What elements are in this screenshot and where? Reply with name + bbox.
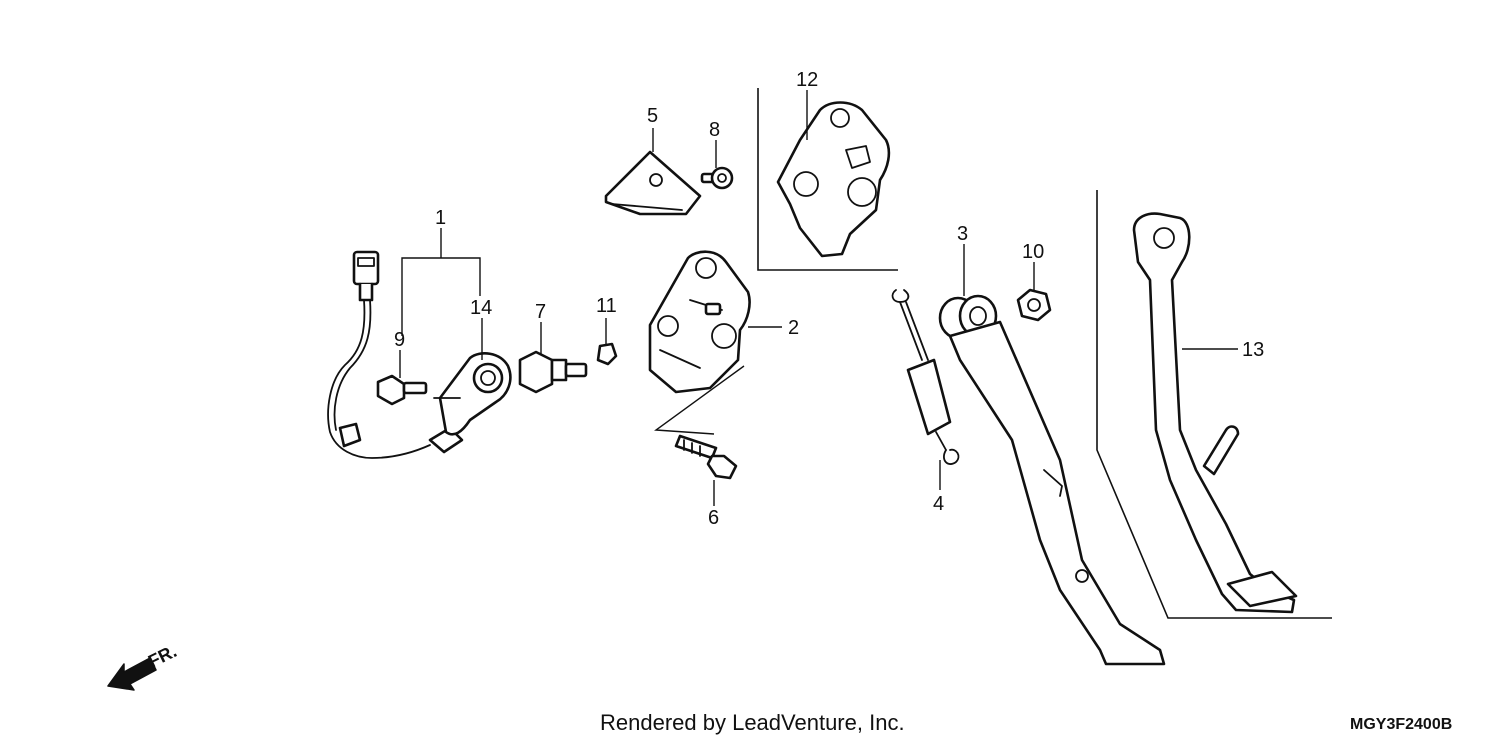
front-direction-indicator: FR. bbox=[107, 641, 180, 691]
callout-9: 9 bbox=[394, 329, 405, 351]
callout-8: 8 bbox=[709, 119, 720, 141]
callout-2: 2 bbox=[788, 317, 799, 339]
callout-6: 6 bbox=[708, 507, 719, 529]
diagram-code: MGY3F2400B bbox=[1350, 716, 1453, 733]
front-arrow-icon bbox=[107, 657, 157, 691]
part-7-pivot-bolt[interactable] bbox=[518, 350, 588, 394]
part-13-main-stand[interactable] bbox=[1096, 190, 1332, 619]
callout-12: 12 bbox=[796, 69, 818, 91]
part-3-side-stand[interactable] bbox=[938, 294, 1166, 666]
part-11-clip[interactable] bbox=[596, 342, 618, 366]
part-9-bolt[interactable] bbox=[376, 374, 428, 406]
part-8-bolt[interactable] bbox=[700, 166, 734, 190]
callout-14: 14 bbox=[470, 297, 492, 319]
part-4-spring[interactable] bbox=[891, 289, 960, 465]
leader-lines bbox=[399, 90, 1238, 506]
callout-13: 13 bbox=[1242, 339, 1264, 361]
callout-10: 10 bbox=[1022, 241, 1044, 263]
part-1-switch-harness[interactable] bbox=[327, 250, 464, 459]
callout-7: 7 bbox=[535, 301, 546, 323]
part-14-side-stand-switch[interactable] bbox=[433, 352, 512, 436]
callout-5: 5 bbox=[647, 105, 658, 127]
render-credit: Rendered by LeadVenture, Inc. bbox=[600, 710, 905, 735]
part-12-bracket[interactable] bbox=[757, 88, 898, 271]
callout-11: 11 bbox=[596, 295, 617, 317]
callouts: 1 2 3 4 5 6 7 8 9 10 11 12 13 14 bbox=[394, 69, 1264, 529]
part-2-bracket[interactable] bbox=[648, 250, 751, 394]
callout-4: 4 bbox=[933, 493, 944, 515]
callout-3: 3 bbox=[957, 223, 968, 245]
part-10-nut[interactable] bbox=[1016, 288, 1052, 322]
part-6-bolt[interactable] bbox=[674, 434, 738, 480]
callout-1: 1 bbox=[435, 207, 446, 229]
part-5-plate[interactable] bbox=[604, 150, 702, 216]
